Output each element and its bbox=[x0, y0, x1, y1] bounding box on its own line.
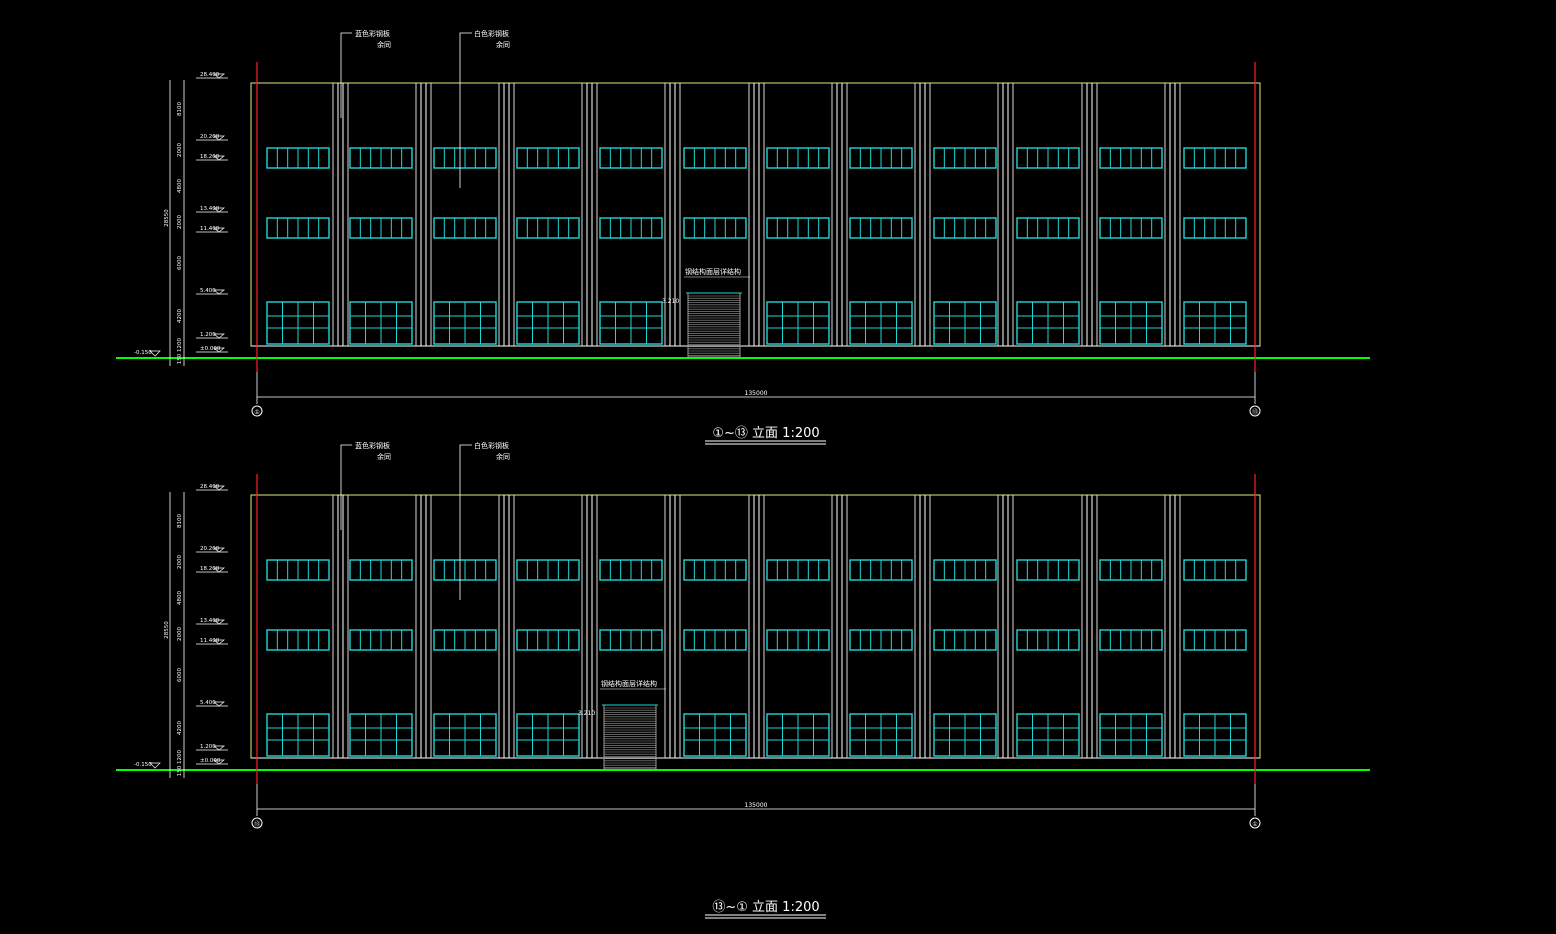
ground-level-triangle bbox=[149, 350, 161, 357]
door-level-label: 3.210 bbox=[578, 710, 595, 717]
level-marker-triangle bbox=[213, 639, 225, 645]
grid-bubble bbox=[251, 817, 263, 829]
elevation-13-to-1: 钢结构面层详结构 3.210 ⑬ ① 135000 28.400 20.200 18.200 1… bbox=[116, 441, 1370, 919]
level-marker-triangle bbox=[213, 73, 225, 79]
height-segment-label: 2000 bbox=[177, 143, 183, 157]
door-level-label: 3.210 bbox=[662, 298, 679, 305]
level-value: 28.400 bbox=[200, 72, 220, 78]
height-segment-label: 4800 bbox=[177, 591, 183, 605]
height-segment-label: 2000 bbox=[177, 215, 183, 229]
level-value: 1.200 bbox=[200, 332, 216, 338]
grid-bubble bbox=[251, 405, 263, 417]
grid-label-right: ⑬ bbox=[1252, 408, 1258, 416]
grid-bubble bbox=[1249, 817, 1261, 829]
height-segment-label: 1200 bbox=[177, 750, 183, 764]
level-marker-triangle bbox=[213, 567, 225, 573]
blue-panel-leader bbox=[340, 32, 352, 118]
height-segment-label: 8100 bbox=[177, 514, 183, 528]
elevation-title: ⑬~① 立面 1:200 bbox=[712, 900, 819, 915]
door-note-label: 钢结构面层详结构 bbox=[601, 679, 657, 688]
level-marker-triangle bbox=[213, 227, 225, 233]
white-panel-callout-note: 余同 bbox=[496, 40, 510, 49]
blue-panel-callout-note: 余同 bbox=[377, 452, 391, 461]
white-panel-leader bbox=[459, 32, 472, 188]
level-value: 20.200 bbox=[200, 134, 220, 140]
level-value: 11.400 bbox=[200, 226, 220, 232]
door-note-label: 钢结构面层详结构 bbox=[685, 267, 741, 276]
height-segment-label: 2000 bbox=[177, 555, 183, 569]
overall-length-label: 135000 bbox=[745, 390, 768, 397]
level-marker-triangle bbox=[213, 547, 225, 553]
level-marker-triangle bbox=[213, 333, 225, 339]
level-value: 11.400 bbox=[200, 638, 220, 644]
overall-length-label: 135000 bbox=[745, 802, 768, 809]
ground-level-triangle bbox=[149, 762, 161, 769]
level-value: 20.200 bbox=[200, 546, 220, 552]
grid-bubble bbox=[1249, 405, 1261, 417]
blue-panel-callout: 蓝色彩钢板 bbox=[355, 29, 390, 38]
height-segment-label: 4200 bbox=[177, 309, 183, 323]
grid-label-left: ① bbox=[254, 409, 259, 416]
blue-panel-leader bbox=[340, 444, 352, 530]
blue-panel-callout: 蓝色彩钢板 bbox=[355, 441, 390, 450]
level-value: 18.200 bbox=[200, 154, 220, 160]
level-value: ±0.000 bbox=[200, 758, 221, 764]
level-value: 28.400 bbox=[200, 484, 220, 490]
level-marker-triangle bbox=[213, 701, 225, 707]
white-panel-leader bbox=[459, 444, 472, 600]
level-marker-triangle bbox=[213, 745, 225, 751]
level-marker-triangle bbox=[213, 347, 225, 353]
height-segment-label: 6000 bbox=[177, 668, 183, 682]
level-marker-triangle bbox=[213, 135, 225, 141]
level-value: 1.200 bbox=[200, 744, 216, 750]
level-value: 13.400 bbox=[200, 618, 220, 624]
elevation-1-to-13: 钢结构面层详结构 3.210 ① ⑬ 135000 28.400 20.200 18.200 1… bbox=[116, 29, 1370, 445]
height-segment-label: 4200 bbox=[177, 721, 183, 735]
level-value: ±0.000 bbox=[200, 346, 221, 352]
ground-level-label: -0.150 bbox=[134, 350, 152, 356]
blue-panel-callout-note: 余同 bbox=[377, 40, 391, 49]
height-segment-label: 4800 bbox=[177, 179, 183, 193]
overall-height-label: 28550 bbox=[164, 209, 170, 227]
elevation-title: ①~⑬ 立面 1:200 bbox=[712, 426, 819, 441]
height-segment-label: 150 bbox=[177, 765, 183, 776]
building-outline bbox=[250, 82, 1261, 347]
level-marker-triangle bbox=[213, 207, 225, 213]
level-marker-triangle bbox=[213, 759, 225, 765]
white-panel-callout: 白色彩钢板 bbox=[474, 29, 509, 38]
level-value: 13.400 bbox=[200, 206, 220, 212]
white-panel-callout: 白色彩钢板 bbox=[474, 441, 509, 450]
height-segment-label: 6000 bbox=[177, 256, 183, 270]
level-marker-triangle bbox=[213, 485, 225, 491]
ground-level-label: -0.150 bbox=[134, 762, 152, 768]
height-segment-label: 8100 bbox=[177, 102, 183, 116]
overall-height-label: 28550 bbox=[164, 621, 170, 639]
building-outline bbox=[250, 494, 1261, 759]
level-marker-triangle bbox=[213, 289, 225, 295]
level-value: 5.400 bbox=[200, 700, 216, 706]
level-marker-triangle bbox=[213, 619, 225, 625]
grid-label-right: ① bbox=[1252, 821, 1257, 828]
white-panel-callout-note: 余同 bbox=[496, 452, 510, 461]
height-segment-label: 1200 bbox=[177, 338, 183, 352]
grid-label-left: ⑬ bbox=[254, 820, 260, 828]
level-marker-triangle bbox=[213, 155, 225, 161]
height-segment-label: 150 bbox=[177, 353, 183, 364]
height-segment-label: 2000 bbox=[177, 627, 183, 641]
level-value: 18.200 bbox=[200, 566, 220, 572]
level-value: 5.400 bbox=[200, 288, 216, 294]
